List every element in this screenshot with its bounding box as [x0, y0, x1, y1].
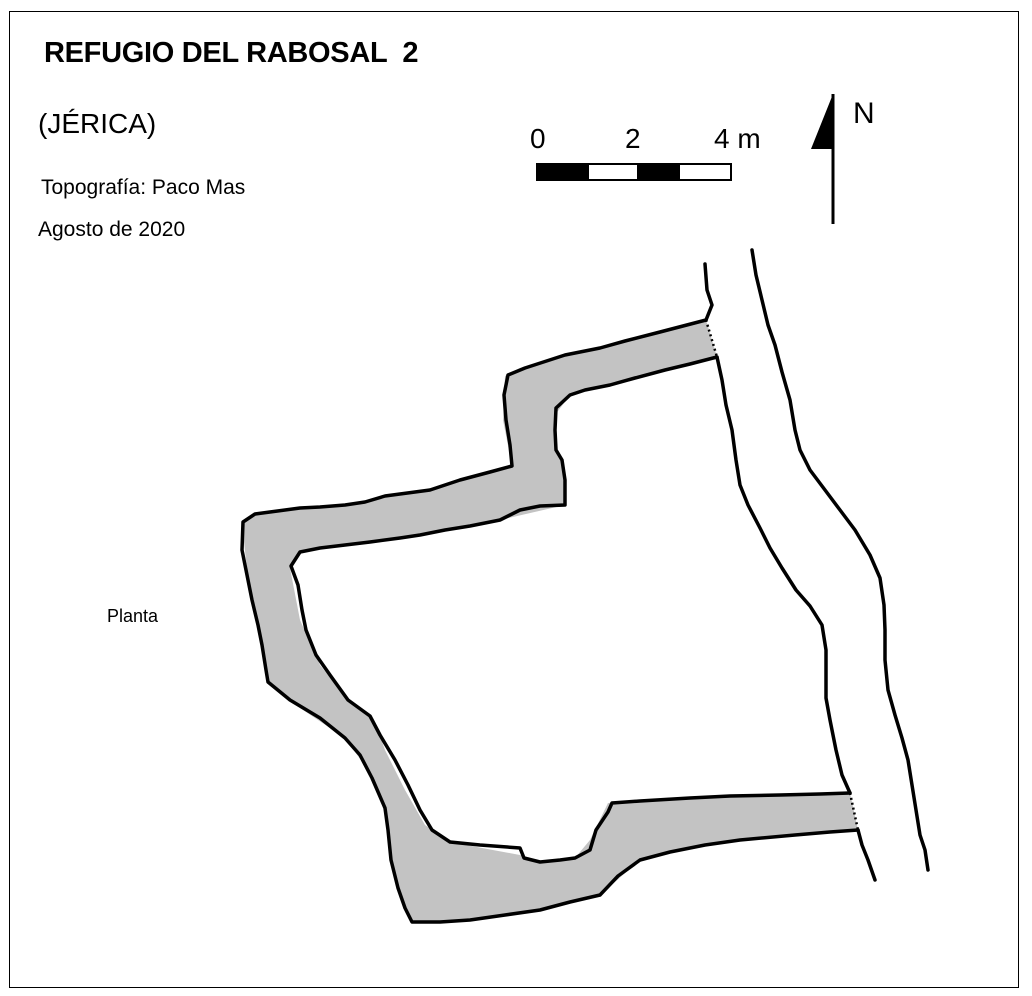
- scale-label-0: 0: [530, 123, 546, 154]
- north-arrow-icon: [811, 94, 835, 224]
- gallery-fill: [242, 320, 858, 922]
- scale-bar: [536, 163, 732, 181]
- lower-entrance-dotted: [848, 792, 860, 831]
- gallery-inner-wall: [289, 355, 852, 864]
- cliff-line-left: [703, 262, 877, 882]
- survey-date: Agosto de 2020: [38, 218, 186, 241]
- upper-entrance-dotted: [704, 319, 719, 358]
- map-location: (JÉRICA): [38, 108, 157, 139]
- cliff-line-right: [750, 248, 930, 872]
- north-label: N: [853, 97, 875, 130]
- plan-view-label: Planta: [107, 606, 159, 626]
- scale-label-2: 2: [625, 123, 641, 154]
- scale-bar-segment-3: [637, 164, 680, 180]
- map-title: REFUGIO DEL RABOSAL 2: [44, 37, 419, 69]
- gallery-outer-wall: [240, 318, 860, 924]
- topography-credit: Topografía: Paco Mas: [41, 176, 246, 199]
- map-frame: [9, 11, 1019, 988]
- scale-bar-segment-1: [537, 164, 589, 180]
- scale-label-4: 4 m: [714, 123, 761, 154]
